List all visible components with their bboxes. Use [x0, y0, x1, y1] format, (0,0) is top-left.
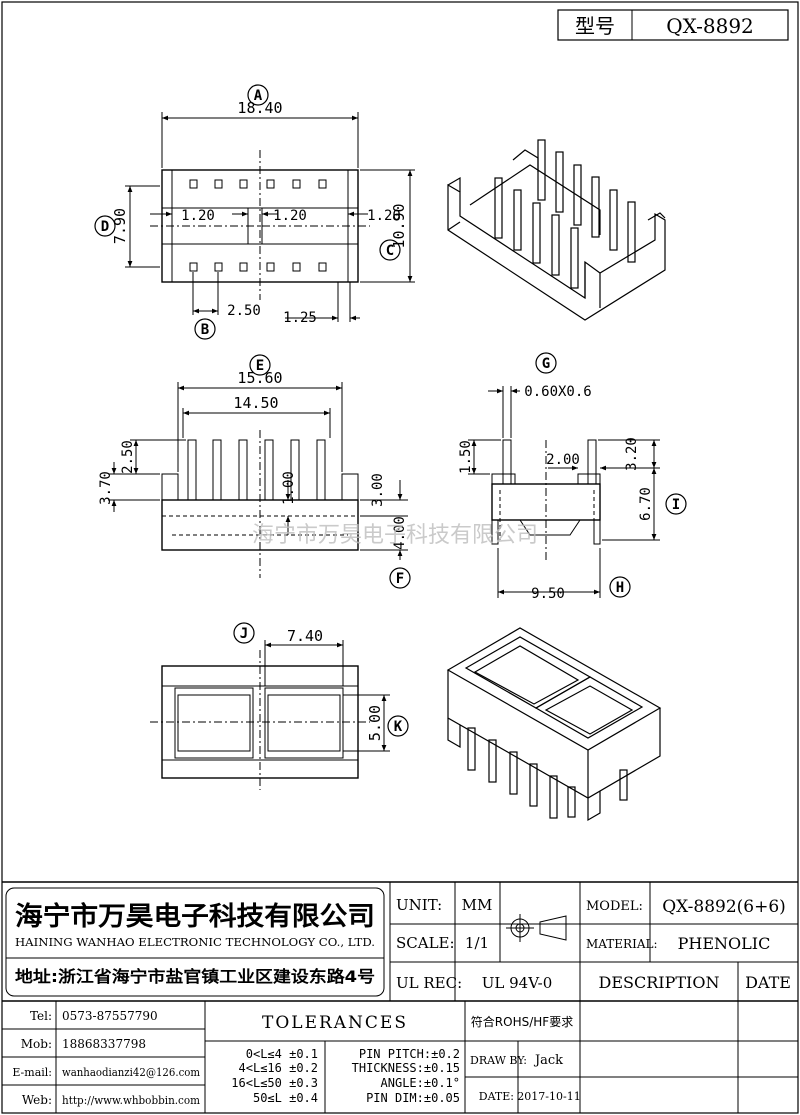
- model-value: QX-8892(6+6): [662, 897, 786, 917]
- iso-pins: [494, 139, 636, 289]
- dim-g2-value: 2.00: [546, 452, 580, 468]
- contact-web-value: http://www.whbobbin.com: [62, 1094, 201, 1107]
- rohs-note: 符合ROHS/HF要求: [471, 1014, 573, 1029]
- isometric-view-top: [447, 139, 666, 321]
- material-label: MATERIAL:: [586, 937, 658, 951]
- dim-j-value: 7.40: [287, 627, 323, 645]
- model-box: 型号 QX-8892: [557, 9, 789, 41]
- model-box-label: 型号: [575, 14, 615, 38]
- isometric-view-bottom: [446, 627, 662, 822]
- ulrec-value: UL 94V-0: [482, 974, 553, 992]
- tolerance-range-1: 0<L≤4 ±0.1: [246, 1047, 318, 1061]
- tolerance-spec-3: ANGLE:±0.1°: [381, 1076, 460, 1090]
- dim-h2-value: 3.70: [98, 471, 114, 505]
- dim-d-value: 7.90: [111, 208, 129, 244]
- dim-a-value: 18.40: [237, 99, 282, 117]
- tolerances-title: TOLERANCES: [262, 1013, 408, 1033]
- dim-h1-value: 2.50: [120, 440, 136, 474]
- dim-h3-value: 1.00: [281, 471, 297, 505]
- callout-j: J: [240, 626, 248, 642]
- date-label: DATE: [745, 973, 791, 992]
- callout-e: E: [256, 358, 264, 374]
- projection-symbol-icon: [506, 914, 567, 942]
- model-label: MODEL:: [586, 899, 643, 914]
- scale-label: SCALE:: [396, 934, 455, 952]
- tolerance-spec-1: PIN PITCH:±0.2: [359, 1047, 460, 1061]
- front-pins: [187, 439, 326, 501]
- front-view: [108, 382, 408, 578]
- tolerance-spec-4: PIN DIM:±0.05: [366, 1091, 460, 1105]
- top-view: [125, 112, 415, 322]
- unit-value: MM: [462, 896, 493, 914]
- contact-mob-value: 18868337798: [62, 1037, 146, 1051]
- pad-row-top: [189, 179, 327, 189]
- bottom-view: [150, 640, 390, 790]
- callout-c: C: [386, 243, 394, 259]
- callout-b: B: [201, 322, 209, 338]
- callout-d: D: [101, 219, 109, 235]
- callout-f: F: [396, 571, 404, 587]
- callout-h: H: [616, 580, 624, 596]
- contact-tel-value: 0573-87557790: [62, 1009, 158, 1023]
- callout-k: K: [394, 719, 403, 735]
- drawby-label: DRAW BY:: [470, 1054, 527, 1067]
- material-value: PHENOLIC: [678, 934, 771, 953]
- contact-email-label: E-mail:: [12, 1066, 52, 1079]
- dim-b-value: 2.50: [227, 303, 261, 319]
- callout-circles: [94, 84, 687, 737]
- tolerance-range-2: 4<L≤16 ±0.2: [239, 1061, 318, 1075]
- unit-label: UNIT:: [396, 896, 442, 914]
- dim-c-value: 10.90: [390, 203, 408, 248]
- dim-wall-2: 1.20: [273, 208, 307, 224]
- company-block: 海宁市万昊电子科技有限公司 HAINING WANHAO ELECTRONIC …: [15, 901, 375, 986]
- tolerance-block: TOLERANCES 0<L≤4 ±0.1 4<L≤16 ±0.2 16<L≤5…: [231, 1013, 460, 1105]
- iso-bottom-pins: [467, 727, 628, 819]
- title-block: [2, 881, 798, 1113]
- dim-g1-value: 1.50: [458, 440, 474, 474]
- company-address: 地址:浙江省海宁市盐官镇工业区建设东路4号: [15, 967, 375, 986]
- spec-block: UNIT: MM SCALE: 1/1 UL REC: UL 94V-0 MOD…: [396, 896, 791, 992]
- contact-email-value: wanhaodianzi42@126.com: [62, 1066, 201, 1079]
- contact-mob-label: Mob:: [21, 1037, 52, 1051]
- dim-wall-1: 1.20: [181, 208, 215, 224]
- tolerance-range-3: 16<L≤50 ±0.3: [231, 1076, 318, 1090]
- contact-web-label: Web:: [22, 1093, 52, 1107]
- drawby-value: Jack: [533, 1053, 563, 1068]
- callout-g: G: [542, 356, 550, 372]
- date-value: 2017-10-11: [517, 1090, 580, 1103]
- tolerance-range-4: 50≤L ±0.4: [253, 1091, 318, 1105]
- model-box-value: QX-8892: [666, 14, 754, 38]
- company-name-cn: 海宁市万昊电子科技有限公司: [15, 901, 375, 932]
- dim-h4-value: 3.00: [370, 473, 386, 507]
- tolerance-spec-2: THICKNESS:±0.15: [352, 1061, 460, 1075]
- dim-h-value: 9.50: [531, 586, 565, 602]
- dim-g-value: 0.60X0.6: [524, 384, 591, 400]
- pad-row-bottom: [189, 262, 327, 272]
- dim-i-value: 6.70: [638, 487, 654, 521]
- callout-a: A: [254, 88, 263, 104]
- dim-e2-value: 14.50: [233, 394, 278, 412]
- description-label: DESCRIPTION: [599, 973, 720, 992]
- contact-block: Tel: 0573-87557790 Mob: 18868337798 E-ma…: [12, 1009, 200, 1107]
- side-view: [468, 386, 660, 598]
- dim-f-value: 4.00: [392, 516, 408, 550]
- ulrec-label: UL REC:: [396, 974, 462, 992]
- watermark: 海宁市万昊电子科技有限公司: [252, 523, 538, 548]
- dim-k-value: 5.00: [366, 705, 384, 741]
- dim-g3-value: 3.20: [624, 437, 640, 471]
- date-row-label: DATE:: [479, 1090, 514, 1103]
- dim-b2-value: 1.25: [283, 310, 317, 326]
- company-name-en: HAINING WANHAO ELECTRONIC TECHNOLOGY CO.…: [15, 936, 375, 949]
- dim-wall-3: 1.20: [367, 208, 401, 224]
- approval-block: 符合ROHS/HF要求 DRAW BY: Jack DATE: 2017-10-…: [470, 1014, 581, 1103]
- scale-value: 1/1: [465, 934, 489, 952]
- callout-i: I: [672, 497, 680, 513]
- contact-tel-label: Tel:: [30, 1009, 52, 1023]
- dim-e-value: 15.60: [237, 369, 282, 387]
